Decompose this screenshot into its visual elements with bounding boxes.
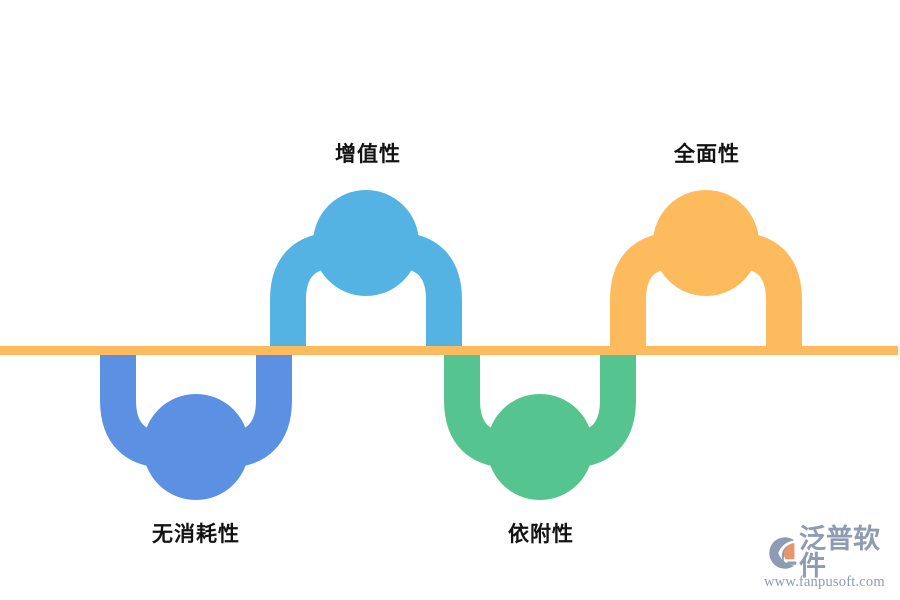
node-label-dependency: 依附性 — [508, 523, 574, 546]
circle-dependency — [487, 394, 593, 500]
watermark-logo: 泛普软件 www.fanpusoft.com — [762, 526, 896, 595]
node-shape-dependency[interactable] — [444, 346, 636, 500]
watermark-brand-row: 泛普软件 — [762, 526, 896, 580]
circle-nonconsume — [143, 394, 249, 500]
circle-comprehensive — [653, 190, 759, 296]
horizontal-axis-line — [0, 346, 898, 355]
node-label-comprehensive: 全面性 — [674, 143, 740, 166]
node-shape-increment[interactable] — [270, 190, 462, 354]
circle-increment — [313, 190, 419, 296]
node-shape-comprehensive[interactable] — [610, 190, 802, 354]
node-label-nonconsume: 无消耗性 — [152, 523, 240, 546]
node-shape-nonconsume[interactable] — [100, 346, 292, 500]
watermark-url-text: www.fanpusoft.com — [764, 574, 885, 590]
watermark-brand-text: 泛普软件 — [799, 524, 880, 581]
node-label-increment: 增值性 — [335, 143, 401, 166]
fanpu-logo-icon — [769, 537, 797, 569]
